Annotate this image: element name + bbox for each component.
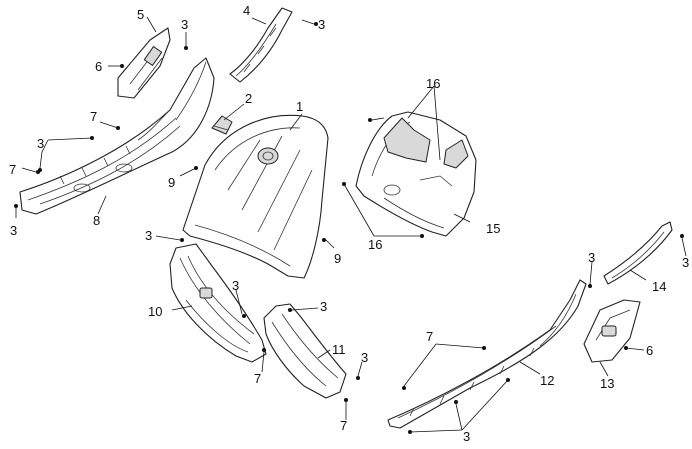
callout-1: 1 xyxy=(296,99,304,114)
callout-10: 10 xyxy=(148,304,163,319)
fastener-dots xyxy=(14,22,684,434)
callout-3: 3 xyxy=(37,136,45,151)
callout-7: 7 xyxy=(254,371,262,386)
callout-7: 7 xyxy=(9,162,17,177)
callout-3: 3 xyxy=(361,350,369,365)
part-right-cover xyxy=(263,303,347,399)
callout-8: 8 xyxy=(93,213,101,228)
callout-3: 3 xyxy=(463,429,471,444)
callout-3: 3 xyxy=(232,278,240,293)
callout-9: 9 xyxy=(334,251,342,266)
part-clip xyxy=(211,115,233,135)
callout-15: 15 xyxy=(486,221,501,236)
leader-lines xyxy=(15,16,687,433)
callout-16: 16 xyxy=(426,76,441,91)
part-step-bracket xyxy=(583,299,641,363)
callout-7: 7 xyxy=(340,418,348,433)
callout-6: 6 xyxy=(95,59,103,74)
callout-2: 2 xyxy=(245,91,253,106)
callout-16: 16 xyxy=(368,237,383,252)
callout-4: 4 xyxy=(243,3,251,18)
part-upper-trim xyxy=(229,7,293,83)
callout-3: 3 xyxy=(181,17,189,32)
callout-3: 3 xyxy=(682,255,690,270)
part-right-trim xyxy=(603,221,673,285)
part-left-cover xyxy=(169,243,267,363)
part-lower-rail xyxy=(387,279,587,429)
callout-7: 7 xyxy=(426,329,434,344)
callout-12: 12 xyxy=(540,373,555,388)
callout-3: 3 xyxy=(10,223,18,238)
callout-3: 3 xyxy=(318,17,326,32)
callout-3: 3 xyxy=(588,250,596,265)
part-front-shield xyxy=(182,114,329,279)
callout-5: 5 xyxy=(137,7,145,22)
callout-3: 3 xyxy=(320,299,328,314)
part-inner-cover xyxy=(355,111,477,237)
callout-3: 3 xyxy=(145,228,153,243)
callout-13: 13 xyxy=(600,376,615,391)
callout-6: 6 xyxy=(646,343,654,358)
part-side-panel xyxy=(19,57,215,215)
callout-14: 14 xyxy=(652,279,667,294)
callout-9: 9 xyxy=(168,175,176,190)
callout-11: 11 xyxy=(332,342,346,357)
callout-7: 7 xyxy=(90,109,98,124)
part-bracket xyxy=(117,27,171,99)
